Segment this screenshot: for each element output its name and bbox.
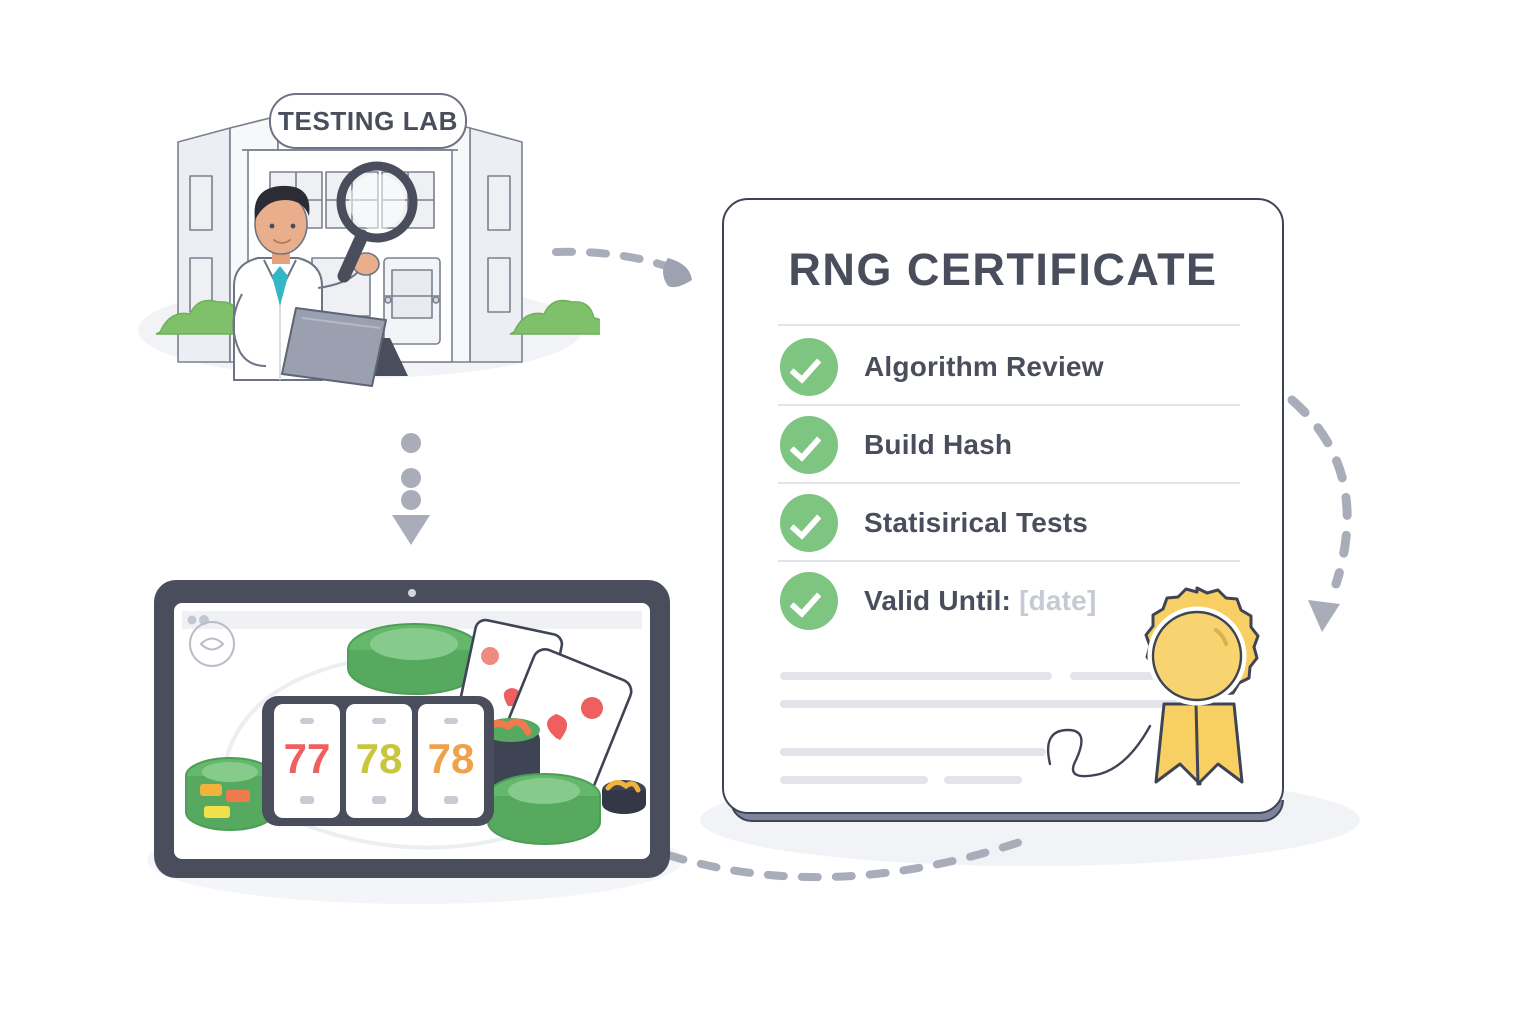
slot-reel-2-value: 78 xyxy=(356,735,403,782)
certificate-item-label: Statisirical Tests xyxy=(864,507,1089,538)
certificate-card: RNG CERTIFICATE Algorithm Review Build H… xyxy=(722,198,1284,814)
slot-reel-1-value: 77 xyxy=(284,735,331,782)
poker-chip-icon-top xyxy=(347,623,481,695)
tablet-illustration: 77 78 78 xyxy=(154,580,670,878)
placeholder-line xyxy=(780,776,928,784)
clipboard-icon xyxy=(281,307,387,387)
bush-icon-right xyxy=(509,299,607,335)
browser-dot-1 xyxy=(187,615,197,625)
check-icon xyxy=(780,416,838,474)
certificate-item-build-hash[interactable]: Build Hash xyxy=(780,416,1012,474)
award-rosette-seal xyxy=(1144,586,1260,786)
signature-squiggle xyxy=(1046,724,1152,778)
valid-until-value: [date] xyxy=(1019,585,1097,616)
placeholder-line xyxy=(944,776,1022,784)
certificate-title: RNG CERTIFICATE xyxy=(788,244,1218,295)
testing-lab-sign-label: TESTING LAB xyxy=(278,106,458,136)
poker-chip-icon-bottom xyxy=(487,773,601,845)
placeholder-line xyxy=(1070,672,1192,680)
certificate-item-label: Build Hash xyxy=(864,429,1013,460)
logo-circle-icon xyxy=(189,621,235,667)
slot-reel-3-value: 78 xyxy=(428,735,475,782)
certificate-divider-3 xyxy=(778,560,1240,562)
certificate-item-algorithm-review[interactable]: Algorithm Review xyxy=(780,338,1104,396)
placeholder-line xyxy=(780,748,1046,756)
placeholder-line xyxy=(780,700,1192,708)
magnifier-icon xyxy=(336,161,418,283)
testing-lab-scene: TESTING LAB xyxy=(130,80,607,400)
certificate-item-label: Algorithm Review xyxy=(864,351,1104,382)
certificate-divider-2 xyxy=(778,482,1240,484)
check-icon xyxy=(780,338,838,396)
check-icon xyxy=(780,494,838,552)
poker-chip-stack-left xyxy=(185,757,275,831)
lab-sign-plaque xyxy=(269,93,467,149)
certificate-item-statistical-tests[interactable]: Statisirical Tests xyxy=(780,494,1088,552)
valid-until-label: Valid Until: xyxy=(864,585,1012,616)
certificate-divider-1 xyxy=(778,404,1240,406)
check-icon xyxy=(780,572,838,630)
slot-machine-icon xyxy=(262,696,494,826)
certificate-item-label: Valid Until: [date] xyxy=(864,585,1096,617)
certificate-item-valid-until[interactable]: Valid Until: [date] xyxy=(780,572,1096,630)
placeholder-line xyxy=(780,672,1052,680)
certificate-divider-0 xyxy=(778,324,1240,326)
tablet-scene: 77 78 78 xyxy=(152,578,672,883)
camera-dot-icon xyxy=(408,589,416,597)
poker-chip-icon-small xyxy=(602,780,646,814)
